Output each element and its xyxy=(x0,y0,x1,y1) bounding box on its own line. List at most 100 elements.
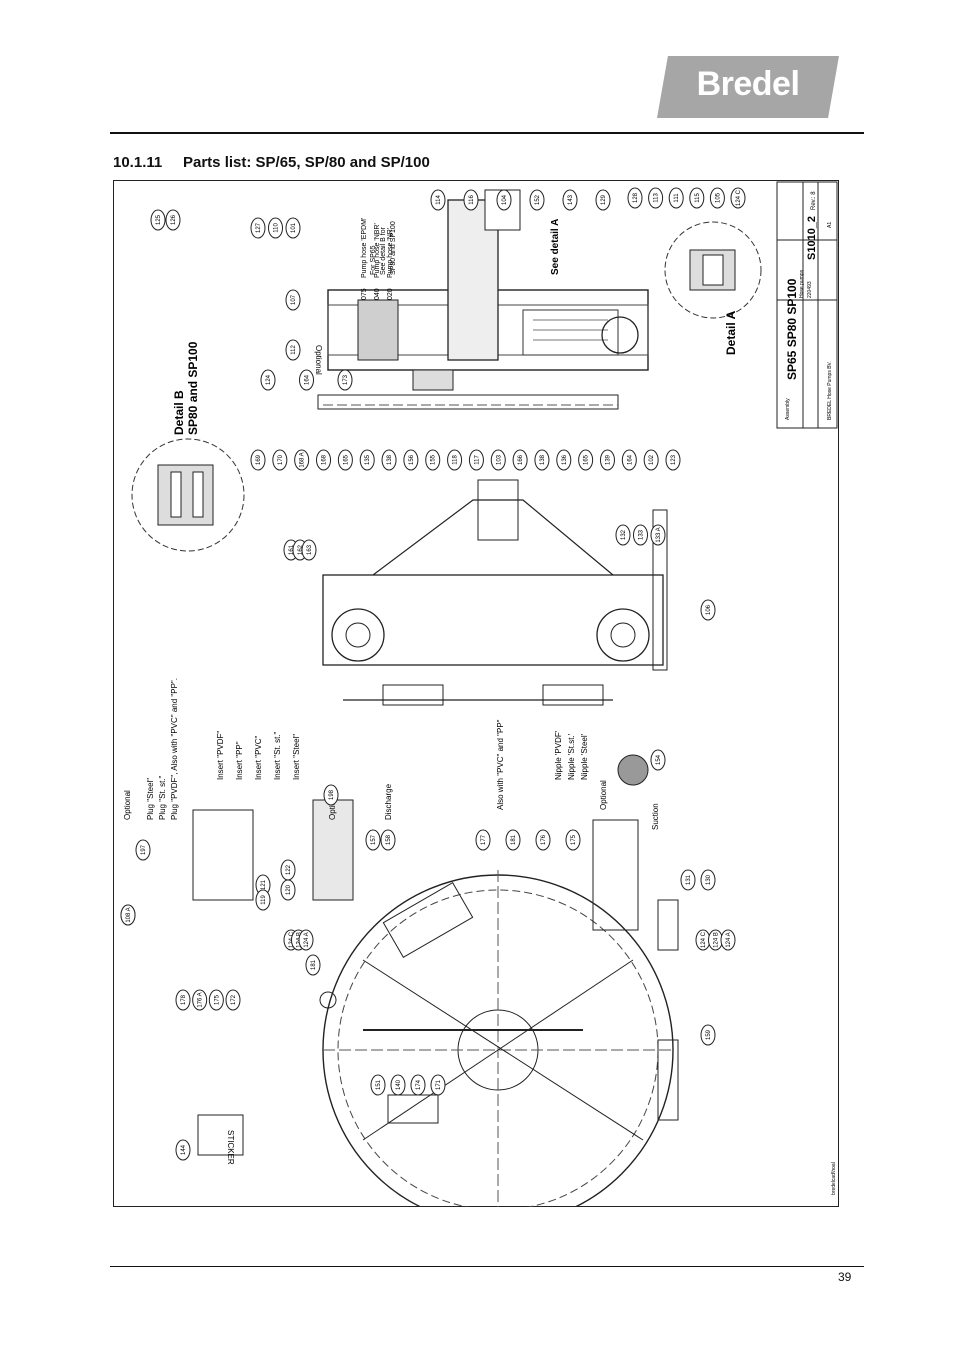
callout-bubble: 165 xyxy=(578,449,594,471)
callout-bubble: 120 xyxy=(280,879,296,901)
callout-bubble: 124 C xyxy=(730,187,746,209)
callout-bubble: 129 xyxy=(595,189,611,211)
callout-number: 131 xyxy=(686,874,692,885)
title-block: SP65 SP80 SP100 S1010_2 Rev.: 8 Assembly… xyxy=(776,181,838,429)
hose-label-3-code: 020 xyxy=(387,288,394,300)
drawing-number: S1010_2 xyxy=(806,216,818,260)
callout-number: 166 xyxy=(518,454,524,465)
callout-circle xyxy=(285,339,301,361)
callout-circle xyxy=(578,449,594,471)
callout-number: 116 xyxy=(469,195,475,205)
callout-number: 139 xyxy=(605,454,611,465)
hose-label-2-code: 040 xyxy=(374,288,381,300)
callout-number: 133 A xyxy=(656,527,662,542)
suction-label: Suction xyxy=(651,803,660,830)
callout-circle xyxy=(534,449,550,471)
callout-number: 197 xyxy=(141,844,147,855)
callout-number: 165 xyxy=(584,454,590,465)
callout-number: 124 C xyxy=(701,931,707,948)
page-number: 39 xyxy=(838,1270,852,1284)
callout-circle xyxy=(390,1074,406,1096)
callout-circle xyxy=(299,369,314,391)
sp80-sp100-label: SP80 and SP100 xyxy=(390,221,397,275)
callout-circle xyxy=(650,749,666,771)
callout-bubble: 123 xyxy=(665,449,681,471)
callout-circle xyxy=(621,449,637,471)
callout-number: 181 xyxy=(511,834,517,845)
callout-number: 105 xyxy=(715,192,721,203)
optional-label-suction: Optional xyxy=(599,780,608,810)
callout-circle xyxy=(720,929,736,951)
insert-label-1: Insert "PVDF" xyxy=(216,731,225,780)
callout-bubble: 163 xyxy=(301,539,317,561)
callout-circle xyxy=(556,449,572,471)
callout-circle xyxy=(285,289,301,311)
callout-number: 168 A xyxy=(300,452,306,467)
callout-circle xyxy=(709,187,725,209)
callout-circle xyxy=(175,1139,191,1161)
nipple-label-2: Nipple 'St.st.' xyxy=(567,733,576,780)
callout-circle xyxy=(633,524,648,546)
pump-side-view xyxy=(322,479,668,706)
callout-number: 174 xyxy=(416,1079,422,1090)
callout-bubble: 104 xyxy=(496,189,512,211)
callout-circle xyxy=(120,904,136,926)
callout-number: 175 xyxy=(571,834,577,845)
callout-bubble: 107 xyxy=(285,289,301,311)
callout-number: 169 xyxy=(256,454,262,465)
callout-bubble: 124 C xyxy=(695,929,711,951)
callout-circle xyxy=(135,839,151,861)
callout-bubble: 156 xyxy=(403,449,419,471)
callout-number: 111 xyxy=(674,193,680,203)
hose-label-1-text: Pump hose 'EPDM' xyxy=(361,218,368,278)
callout-bubble: 176 xyxy=(535,829,551,851)
callout-bubble: 126 xyxy=(165,209,181,231)
callout-circle xyxy=(430,1074,446,1096)
callout-bubble: 143 xyxy=(562,189,578,211)
callout-circle xyxy=(250,449,266,471)
callout-number: 165 xyxy=(343,454,349,465)
callout-number: 164 xyxy=(627,454,633,465)
callout-number: 102 xyxy=(649,454,655,465)
callout-bubble: 181 xyxy=(505,829,521,851)
callout-number: 157 xyxy=(371,834,377,845)
logo-text: Bredel xyxy=(696,65,800,103)
callout-bubble: 178 xyxy=(175,989,191,1011)
callout-circle xyxy=(680,869,696,891)
callout-bubble: 117 xyxy=(468,449,484,471)
callout-bubble: 110 xyxy=(268,217,283,239)
plug-label-3: Plug "PVDF", Also with "PVC" and "PP". xyxy=(170,678,179,820)
callout-number: 176 A xyxy=(198,992,204,1007)
callout-number: 143 xyxy=(568,194,574,205)
callout-number: 107 xyxy=(291,294,297,305)
callout-number: 177 xyxy=(481,834,487,845)
detail-a: Detail A xyxy=(664,221,762,355)
detail-b-title: Detail B xyxy=(172,390,186,435)
callout-circle xyxy=(730,187,746,209)
callout-number: 121 xyxy=(261,879,267,890)
callout-circle xyxy=(410,1074,426,1096)
callout-number: 138 xyxy=(387,454,393,465)
callout-number: 152 xyxy=(535,194,541,205)
plug-label-2: Plug "St. st." xyxy=(158,775,167,820)
nipple-label-3: Nipple 'Steel' xyxy=(580,733,589,780)
callout-number: 181 xyxy=(311,959,317,970)
hose-label-3-text: Pump hose 'NR' xyxy=(387,228,394,278)
callout-circle xyxy=(280,879,296,901)
see-detail-b-label: See detail B for xyxy=(380,226,387,275)
callout-number: 101 xyxy=(291,222,297,233)
callout-circle xyxy=(447,449,463,471)
callout-circle xyxy=(285,217,301,239)
file-stamp: bredelcad\hoal xyxy=(831,1162,837,1195)
for-sp65-label: For SP65 xyxy=(370,245,377,275)
section-title: Parts list: SP/65, SP/80 and SP/100 xyxy=(183,154,430,171)
callout-bubble: 158 xyxy=(380,829,396,851)
title-block-scale: A1 xyxy=(827,222,833,228)
callout-number: 132 xyxy=(621,529,627,540)
callout-number: 138 xyxy=(540,454,546,465)
callout-bubble: 133 xyxy=(633,524,648,546)
callout-bubble: 172 xyxy=(225,989,241,1011)
callout-circle xyxy=(648,187,664,209)
